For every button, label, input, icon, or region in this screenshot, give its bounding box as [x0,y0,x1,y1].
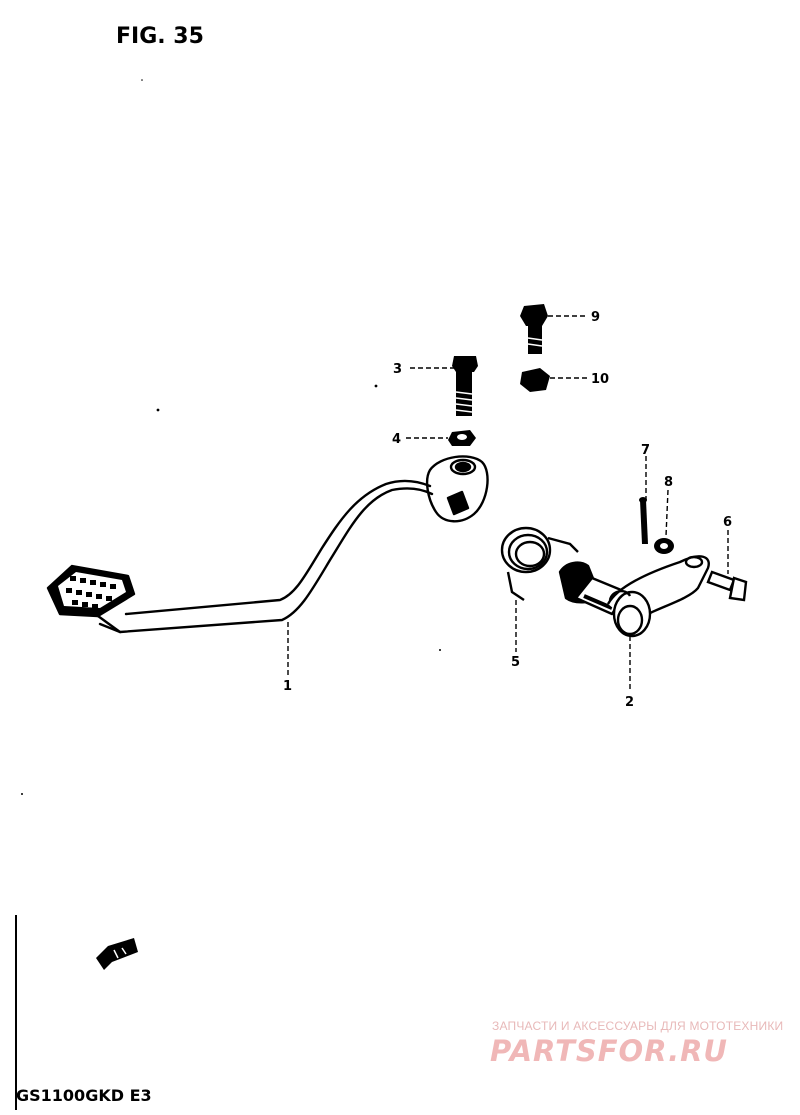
bolt-3 [452,356,478,416]
part-label-10: 10 [591,372,609,387]
model-code: GS1100GKD E3 [16,1086,152,1105]
nut-4 [448,430,476,446]
leader-lines [287,315,729,692]
part-label-6: 6 [723,515,732,530]
washer-8 [654,538,674,554]
part-labels: 1 2 3 4 5 6 7 8 9 10 [283,310,732,710]
scan-specks [21,79,441,795]
front-direction-arrow-icon [96,938,138,970]
gearshift-shaft [558,555,710,638]
watermark-brand: PARTSFOR.RU [490,1034,728,1068]
nut-10 [520,368,550,392]
part-label-3: 3 [393,362,402,377]
return-spring [500,526,579,601]
figure-title: FIG. 35 [116,24,204,49]
bolt-9 [520,304,548,354]
part-label-4: 4 [392,432,401,447]
part-label-7: 7 [641,443,650,458]
part-label-5: 5 [511,655,520,670]
part-label-1: 1 [283,679,292,694]
pin-7 [639,497,648,544]
part-label-8: 8 [664,475,673,490]
bolt-6 [706,570,748,602]
watermark-tagline: ЗАПЧАСТИ И АКСЕССУАРЫ ДЛЯ МОТОТЕХНИКИ [492,1019,784,1033]
gearshift-lever [46,455,489,634]
part-label-9: 9 [591,310,600,325]
part-label-2: 2 [625,695,634,710]
